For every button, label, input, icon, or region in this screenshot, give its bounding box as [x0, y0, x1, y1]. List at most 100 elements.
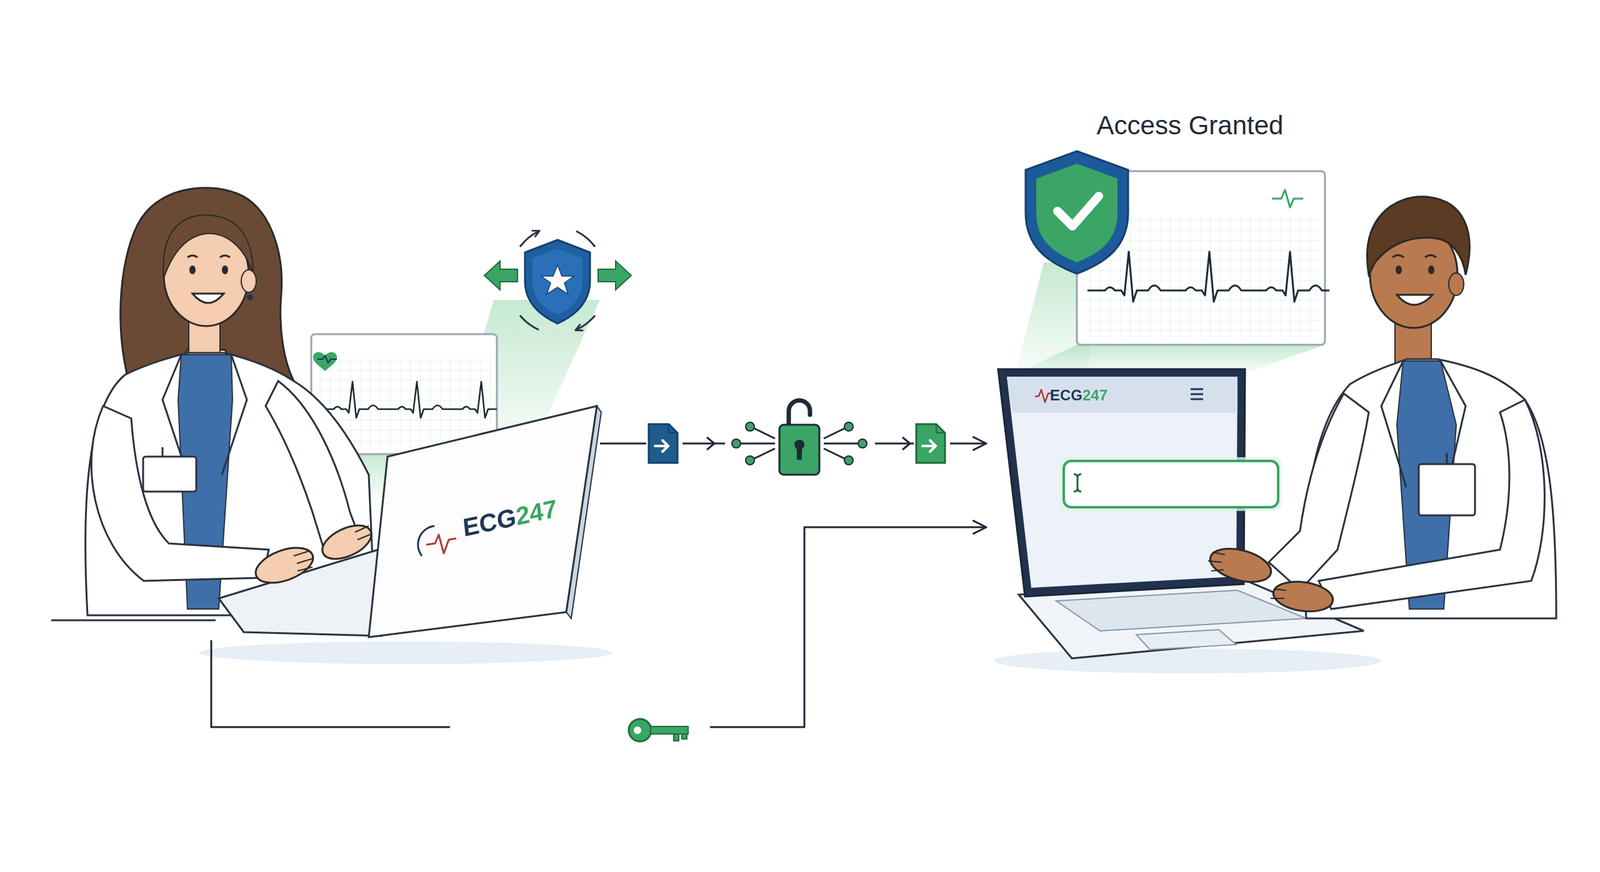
- ecg-panel-left-part: [320, 381, 497, 419]
- file-icon-blue-part: [706, 437, 715, 450]
- shield-star-icon-part: [532, 248, 583, 315]
- laptop-left-outline-part: [426, 535, 457, 554]
- file-icon-green-part: [916, 424, 945, 464]
- lock-icon-part: [844, 422, 854, 432]
- lock-icon-part: [844, 456, 854, 465]
- doctor-man-part: [1418, 464, 1475, 516]
- lock-icon-part: [745, 422, 755, 432]
- doctor-man-part: [1395, 265, 1402, 275]
- doctor-man-part: [1448, 273, 1464, 296]
- man-arms-part: [1270, 589, 1287, 599]
- laptop-screen-node: ECG247: [986, 365, 1249, 600]
- doctor-man-part: [1428, 265, 1435, 275]
- doctor-woman-part: [221, 265, 229, 275]
- shield-check-icon-part: [1025, 151, 1129, 274]
- doctor-man-part: [1446, 453, 1449, 465]
- key-icon-part: [633, 726, 642, 735]
- lock-icon-part: [796, 447, 802, 460]
- lock-icon-part: [745, 456, 755, 465]
- key-icon-part: [650, 726, 689, 735]
- file-icon-green-part: [922, 440, 936, 452]
- shield-star-icon-part: [576, 231, 595, 247]
- desk-lines-part: [51, 620, 216, 622]
- ecg-panel-left-part: [313, 352, 337, 372]
- lock-icon-part: [858, 439, 867, 449]
- file-icon-blue-part: [648, 424, 678, 464]
- key-icon-part: [681, 734, 687, 740]
- shadows-part: [200, 641, 613, 665]
- doctor-woman-part: [143, 456, 197, 492]
- laptop-right-base-part: [1136, 630, 1237, 650]
- shield-star-icon-part: [576, 315, 595, 330]
- shield-check-icon-part: [1057, 196, 1099, 227]
- man-arms: [1206, 393, 1545, 615]
- heading-label: Access Granted: [1065, 112, 1315, 139]
- laptop-right-screen-part: [1060, 457, 1282, 512]
- doctor-man-part: [1396, 295, 1433, 305]
- laptop-right-screen-part: [1190, 389, 1204, 400]
- laptop-left-outline-part: [218, 550, 382, 637]
- doctor-woman-part: [163, 215, 254, 279]
- shield-check-icon-part: [1036, 163, 1118, 263]
- shield-star-icon-part: [520, 315, 539, 330]
- file-icon-blue-part: [655, 440, 669, 452]
- file-icon-green-part: [936, 424, 945, 434]
- lock-icon-part: [902, 437, 910, 450]
- doctor-man-part: [1392, 255, 1437, 259]
- key-icon-part: [628, 719, 652, 742]
- man-arms-part: [1268, 393, 1369, 591]
- connector-arrow: [211, 527, 987, 728]
- doctor-woman: [85, 188, 375, 616]
- man-arms-part: [1318, 400, 1545, 610]
- shield-star-icon-part: [484, 261, 518, 290]
- file-icon-blue: [646, 418, 715, 470]
- lock-icon-part: [788, 400, 810, 427]
- ecg-panel-right-part: [1271, 190, 1304, 208]
- shield-star-icon: [484, 231, 632, 330]
- lock-icon-part: [740, 428, 859, 460]
- file-icon-blue-part: [668, 424, 678, 434]
- file-icon-green: [913, 418, 950, 470]
- laptop-right-base-part: [1056, 590, 1307, 632]
- file-icon-blue-part: [646, 418, 683, 470]
- laptop-right-screen-part: [1063, 461, 1279, 508]
- man-arms-part: [1208, 552, 1225, 572]
- man-arms-part: [1271, 578, 1335, 616]
- laptop-left-outline-part: [418, 526, 435, 557]
- man-arms-part: [1206, 543, 1275, 589]
- lock-icon-part: [779, 425, 820, 475]
- doctor-woman-part: [91, 406, 269, 582]
- doctor-woman-part: [161, 447, 164, 457]
- lock-icon-part: [794, 440, 805, 450]
- laptop-left-outline-part: [368, 406, 597, 638]
- woman-hands-part: [293, 551, 314, 572]
- shield-star-icon-part: [541, 265, 574, 295]
- key-icon-part: [673, 734, 679, 742]
- key-icon: [450, 717, 710, 742]
- logo-text: ECG247: [1050, 388, 1108, 404]
- laptop-right-screen-part: [1006, 376, 1238, 414]
- laptop-node: ECG247: [206, 400, 600, 641]
- shield-star-icon-part: [525, 240, 590, 324]
- woman-hands-part: [251, 541, 319, 590]
- shield-check-icon: [1025, 151, 1129, 274]
- lock-icon: [725, 392, 910, 484]
- doctor-man-part: [1366, 196, 1470, 275]
- lock-icon-part: [725, 392, 875, 484]
- doctor-woman-part: [241, 270, 257, 293]
- ecg-panel-right-part: [1087, 251, 1330, 302]
- doctor-woman-part: [187, 255, 230, 258]
- doctor-woman-part: [246, 294, 254, 301]
- shield-star-icon-part: [520, 231, 539, 247]
- shield-star-icon-part: [598, 261, 632, 290]
- ecg-panel-left-part: [317, 355, 337, 364]
- woman-hands-part: [317, 518, 377, 566]
- shadows-part: [993, 648, 1382, 674]
- woman-hands-part: [355, 526, 372, 540]
- lock-icon-part: [731, 439, 741, 449]
- doctor-man-part: [1305, 359, 1557, 619]
- connector-arrow: [600, 443, 987, 445]
- doctor-woman-part: [192, 293, 224, 304]
